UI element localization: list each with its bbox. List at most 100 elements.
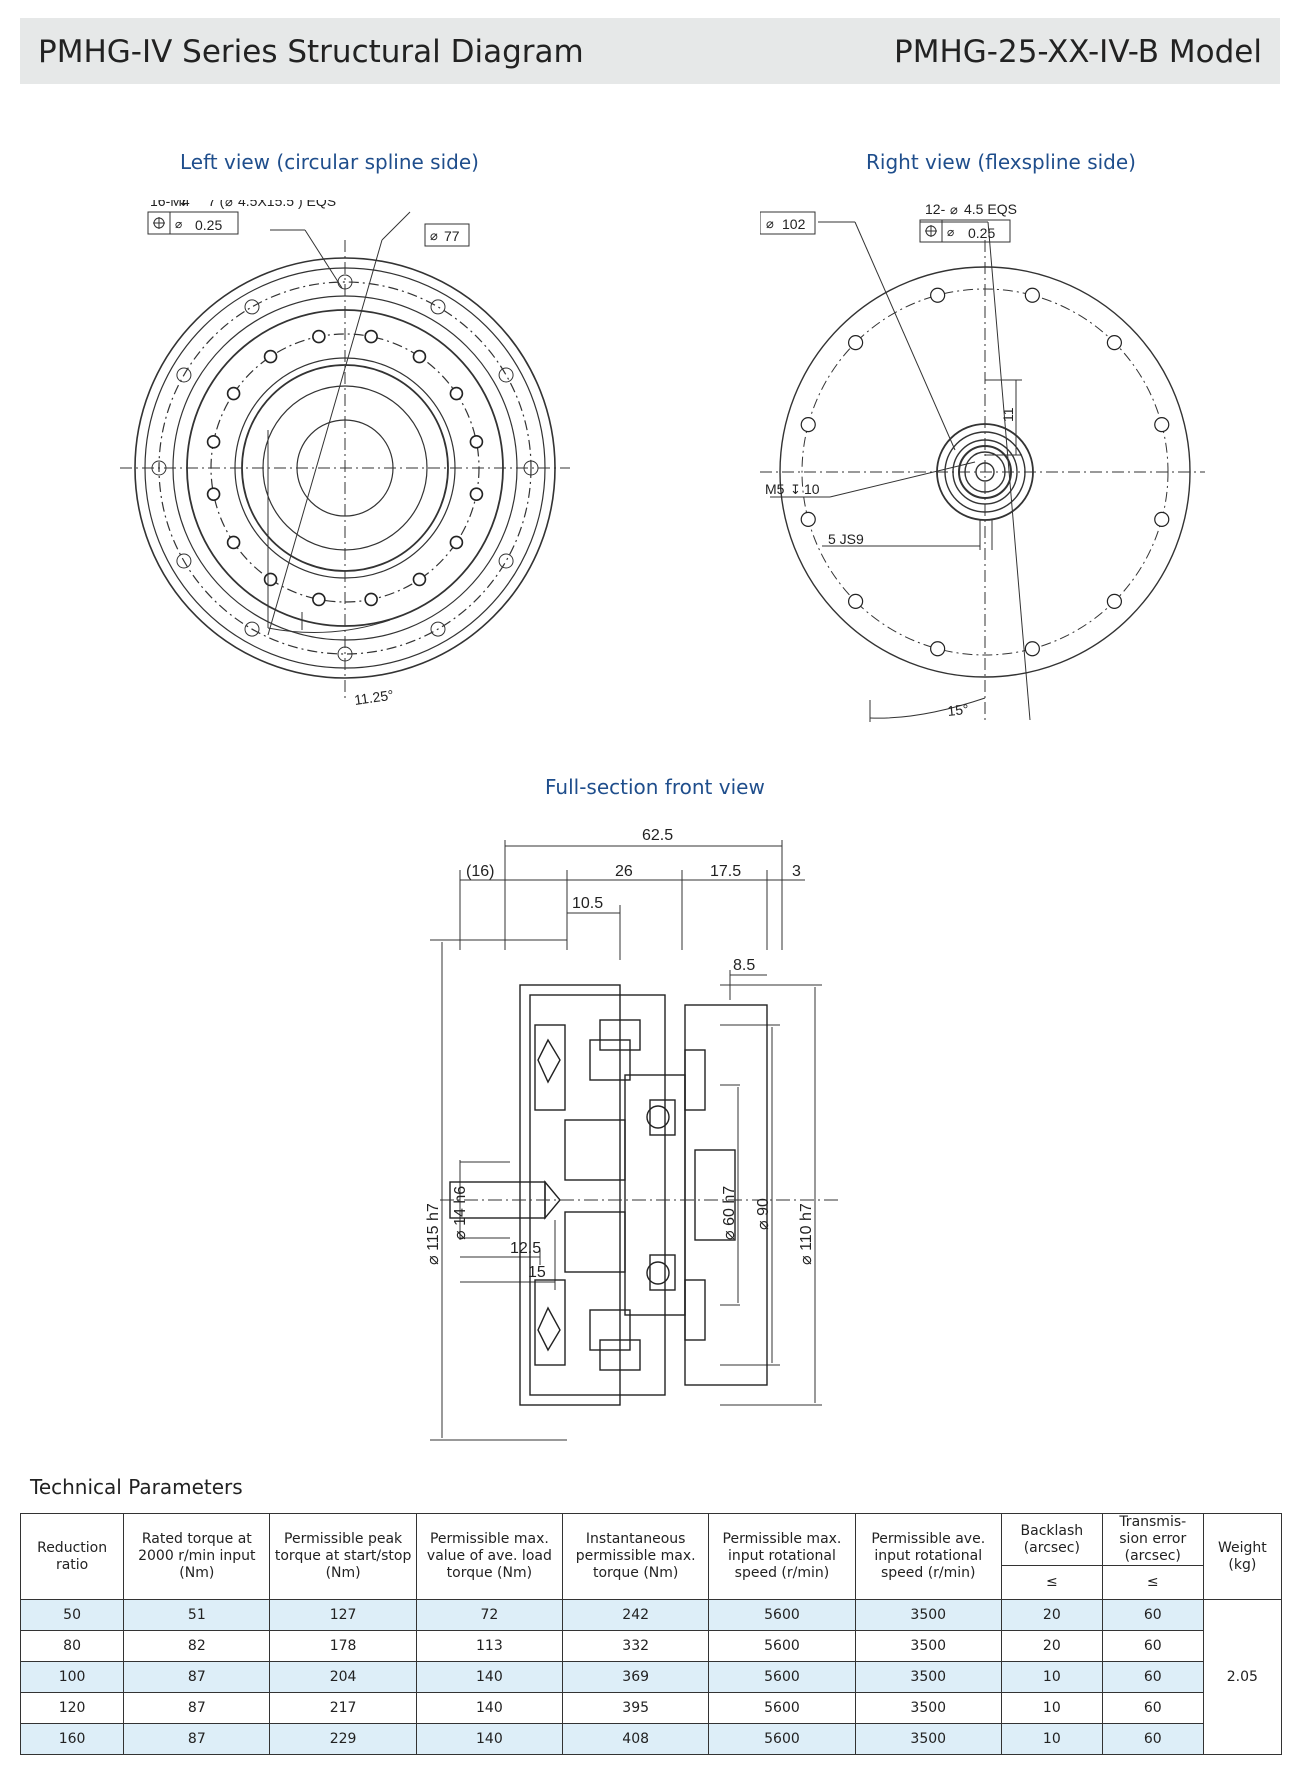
right-keyway: 5 JS9 xyxy=(828,531,864,547)
table-cell: 140 xyxy=(415,1661,564,1693)
section-body xyxy=(449,984,768,1406)
right-hole-callout-b: 4.5 EQS xyxy=(964,201,1017,217)
page-header: PMHG-IV Series Structural Diagram PMHG-2… xyxy=(20,18,1280,84)
diameter-icon: ⌀ xyxy=(175,217,182,231)
table-cell: 10 xyxy=(1000,1723,1103,1755)
col-header: Weight (kg) xyxy=(1202,1513,1283,1600)
diameter-icon: ⌀ xyxy=(430,228,438,243)
table-cell: 204 xyxy=(269,1661,417,1693)
technical-table: Reduction ratio Rated torque at 2000 r/m… xyxy=(19,1513,1283,1755)
table-cell: 395 xyxy=(562,1692,710,1724)
table-cell: 87 xyxy=(123,1661,271,1693)
table-cell: 10 xyxy=(1000,1661,1103,1693)
bolt-hole xyxy=(206,487,221,501)
table-cell: 51 xyxy=(123,1599,271,1631)
outer-hole xyxy=(244,299,260,315)
bolt-hole xyxy=(800,511,816,527)
table-cell: 178 xyxy=(269,1630,417,1662)
left-diameter-value: 77 xyxy=(444,228,460,244)
table-cell: 5600 xyxy=(708,1723,856,1755)
left-view-drawing: 16-M4 ↧ 7 ( ⌀ 4.5X15.5 ) EQS ⌀ 0.25 ⌀ 77… xyxy=(120,200,570,708)
diameter-icon: ⌀ xyxy=(947,225,954,239)
dia-90: ⌀ 90 xyxy=(755,1198,772,1230)
right-tolerance-frame xyxy=(919,219,1011,243)
left-tolerance-frame xyxy=(147,211,239,235)
section-dimension-lines xyxy=(430,840,822,1441)
table-cell: 332 xyxy=(562,1630,710,1662)
table-cell: 82 xyxy=(123,1630,271,1662)
dia-60: ⌀ 60 h7 xyxy=(721,1186,738,1240)
bolt-hole xyxy=(449,386,464,401)
right-view-leaders xyxy=(770,221,1031,722)
right-thread-depth: 10 xyxy=(804,481,820,497)
outer-hole xyxy=(498,553,514,569)
col-header: Reduction ratio xyxy=(19,1513,125,1600)
left-tolerance-value: 0.25 xyxy=(195,217,222,233)
weight-cell: 2.05 xyxy=(1202,1599,1283,1755)
left-view-leaders xyxy=(267,211,411,636)
bolt-hole xyxy=(226,386,241,401)
table-cell: 5600 xyxy=(708,1630,856,1662)
table-cell: 10 xyxy=(1000,1692,1103,1724)
right-view-drawing: 12- ⌀ 4.5 EQS ⌀ 0.25 ⌀ 102 11 M5 ↧ 10 5 … xyxy=(760,201,1205,722)
table-cell: 5600 xyxy=(708,1599,856,1631)
dim-total: 62.5 xyxy=(642,827,673,844)
col-header: Permissible ave. input rotational speed … xyxy=(854,1513,1002,1600)
dia-14: ⌀ 14 h6 xyxy=(452,1186,469,1240)
col-header: Backlash (arcsec) xyxy=(1000,1513,1103,1566)
dia-115: ⌀ 115 h7 xyxy=(425,1203,442,1265)
table-header-row: Reduction ratio Rated torque at 2000 r/m… xyxy=(19,1513,1283,1600)
right-hole-callout: 12- xyxy=(925,201,946,217)
table-cell: 60 xyxy=(1101,1692,1204,1724)
bolt-hole xyxy=(364,329,378,344)
table-cell: 80 xyxy=(19,1630,125,1662)
diameter-icon: ⌀ xyxy=(950,202,958,217)
table-cell: 60 xyxy=(1101,1599,1204,1631)
bolt-hole xyxy=(1024,641,1040,657)
right-thread: M5 xyxy=(765,481,785,497)
bolt-hole xyxy=(930,287,946,303)
table-cell: 60 xyxy=(1101,1630,1204,1662)
table-cell: 140 xyxy=(415,1692,564,1724)
table-cell: 408 xyxy=(562,1723,710,1755)
dim-10-5: 10.5 xyxy=(572,895,603,912)
dim-26: 26 xyxy=(615,863,633,880)
left-view-centerlines xyxy=(120,240,570,700)
col-header: Permissible max. input rotational speed … xyxy=(708,1513,856,1600)
right-angle-value: 15° xyxy=(947,701,970,719)
table-cell: 50 xyxy=(19,1599,125,1631)
bolt-hole xyxy=(1024,287,1040,303)
bolt-hole xyxy=(412,572,427,587)
diameter-icon: ⌀ xyxy=(766,216,774,231)
table-cell: 3500 xyxy=(854,1630,1002,1662)
bolt-hole xyxy=(206,435,221,449)
dim-16: (16) xyxy=(466,863,494,880)
table-cell: 3500 xyxy=(854,1599,1002,1631)
right-view-centerlines xyxy=(760,240,1205,720)
left-angle-value: 11.25° xyxy=(353,687,394,708)
table-cell: 140 xyxy=(415,1723,564,1755)
bolt-hole xyxy=(1106,334,1123,351)
bolt-hole xyxy=(312,329,326,344)
left-view-title: Left view (circular spline side) xyxy=(180,150,479,174)
right-tolerance-value: 0.25 xyxy=(968,225,995,241)
bolt-hole xyxy=(847,593,864,610)
left-hole-callout-b: 7 ( xyxy=(208,200,225,209)
table-cell: 60 xyxy=(1101,1661,1204,1693)
table-cell: 3500 xyxy=(854,1661,1002,1693)
col-header: Permissible max. value of ave. load torq… xyxy=(415,1513,564,1600)
dim-17-5: 17.5 xyxy=(710,863,741,880)
outer-hole xyxy=(430,299,446,315)
section-view-drawing: 62.5 (16) 26 17.5 3 10.5 8.5 12.5 15 ⌀ 1… xyxy=(425,827,840,1441)
table-cell: 20 xyxy=(1000,1630,1103,1662)
col-header: Permissible peak torque at start/stop (N… xyxy=(269,1513,417,1600)
right-view-title: Right view (flexspline side) xyxy=(866,150,1136,174)
dia-110: ⌀ 110 h7 xyxy=(798,1203,815,1265)
table-cell: 229 xyxy=(269,1723,417,1755)
table-cell: 87 xyxy=(123,1723,271,1755)
bolt-hole xyxy=(1154,417,1170,433)
